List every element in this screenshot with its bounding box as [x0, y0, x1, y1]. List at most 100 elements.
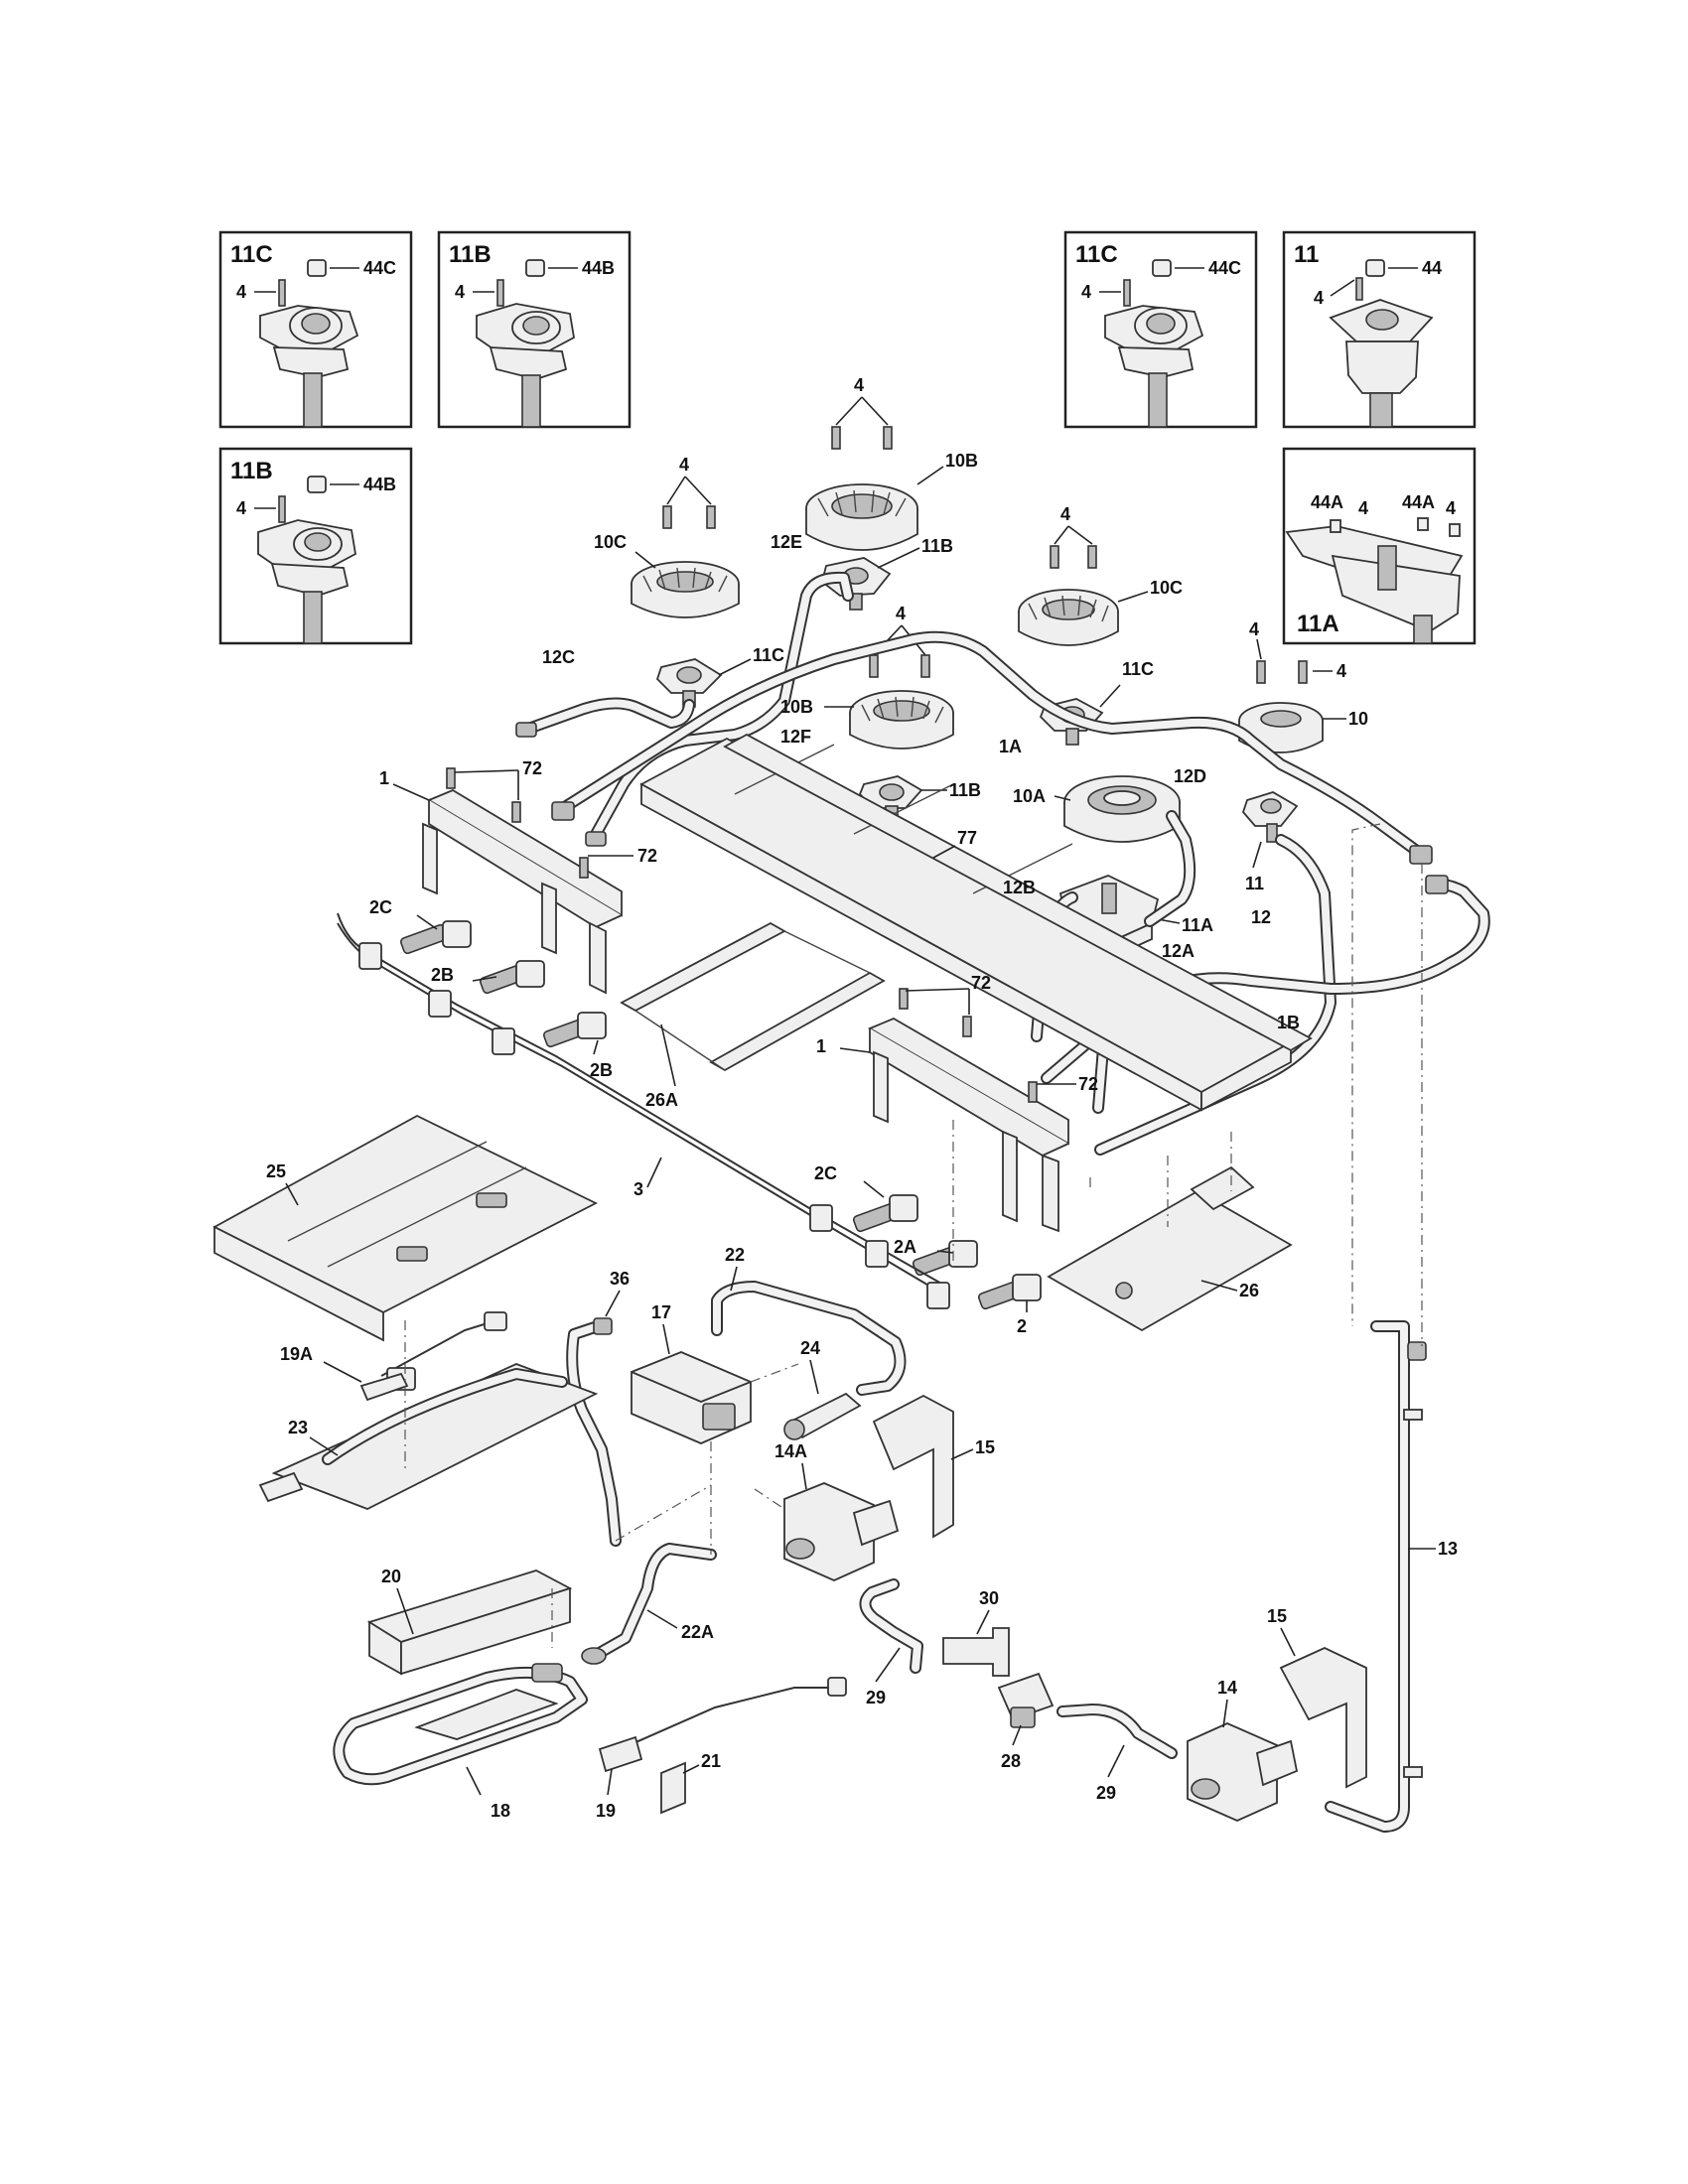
wiring-harness-3	[337, 912, 950, 1309]
callout: 72	[971, 973, 991, 993]
callout: 4	[896, 604, 906, 623]
burner-base-11	[1241, 791, 1299, 869]
callout: 1B	[1277, 1013, 1300, 1032]
safety-valve-17	[631, 1323, 752, 1444]
part-label: 4	[1314, 288, 1324, 308]
igniter-19a	[323, 1311, 507, 1402]
inset-11b-left: 11B 44B 4	[218, 447, 413, 645]
callout: 26	[1239, 1281, 1259, 1300]
callout: 77	[957, 828, 977, 848]
inset-11c-left: 11C 44C 4	[218, 230, 413, 429]
callout: 10C	[1150, 578, 1183, 598]
burner-10a	[1054, 775, 1181, 843]
callout: 10B	[780, 697, 813, 717]
burner-10b-mid	[824, 690, 954, 750]
tube-36	[566, 1290, 622, 1547]
tee-fitting-30	[942, 1609, 1010, 1677]
callout: 10C	[594, 532, 627, 552]
broil-burner-23	[258, 1363, 599, 1510]
tube-22a	[581, 1543, 717, 1665]
burner-10b-top	[805, 466, 944, 551]
callout: 4	[1060, 504, 1070, 524]
part-label: 44C	[1208, 258, 1241, 278]
callout: 1	[379, 768, 389, 788]
callout: 11B	[921, 536, 953, 556]
screw-group	[662, 396, 1333, 684]
bracket-15-bottom	[1279, 1627, 1367, 1789]
bracket-21	[660, 1761, 700, 1815]
callout: 2C	[814, 1163, 837, 1183]
callout: 18	[491, 1801, 510, 1821]
manifold-frame-77	[639, 733, 1313, 1112]
callout: 4	[679, 455, 689, 475]
callout: 17	[651, 1302, 671, 1322]
callout: 2C	[369, 897, 392, 917]
part-label: 44B	[582, 258, 615, 278]
callout: 12	[1251, 907, 1271, 927]
igniter-19	[598, 1677, 847, 1796]
burner-base-11c-left	[655, 658, 752, 708]
burner-head-icon	[1329, 259, 1434, 428]
callout: 11C	[1122, 659, 1154, 679]
callout: 4	[854, 375, 864, 395]
burner-head-icon	[1104, 259, 1204, 428]
burner-head-icon	[259, 259, 359, 428]
callout: 10	[1348, 709, 1368, 729]
callout: 23	[288, 1418, 308, 1437]
callout: 12B	[1003, 878, 1036, 897]
callout: 72	[1078, 1074, 1098, 1094]
pressure-regulator-14	[1187, 1699, 1299, 1822]
callout: 22A	[681, 1622, 714, 1642]
inset-11a: 11A 44A 4 44A 4 4	[1282, 447, 1477, 645]
callout: 1A	[999, 737, 1022, 756]
part-label: 44	[1422, 258, 1442, 278]
callout: 2	[1017, 1316, 1027, 1336]
heat-shield-26	[1047, 1165, 1293, 1332]
burner-10c-left	[631, 551, 740, 618]
callout: 12F	[780, 727, 811, 747]
callout: 14A	[774, 1441, 807, 1461]
valve-group-left	[399, 914, 607, 1055]
tube-22	[711, 1266, 907, 1396]
inset-11: 11 44 4	[1282, 230, 1477, 429]
inset-title: 11B	[449, 241, 492, 268]
callout: 22	[725, 1245, 745, 1265]
broil-shield-20	[366, 1570, 573, 1676]
inset-title: 11C	[1075, 241, 1118, 268]
callout: 29	[866, 1688, 886, 1707]
callout: 1	[816, 1036, 826, 1056]
callout: 10B	[945, 451, 978, 471]
inset-11c-right: 11C 44C 4	[1063, 230, 1258, 429]
callout: 12C	[542, 647, 575, 667]
manifold-pipe-13	[1325, 1320, 1436, 1833]
bracket-15-top	[872, 1394, 974, 1539]
callout: 36	[610, 1269, 630, 1289]
part-label: 4	[236, 282, 246, 302]
callout: 12D	[1174, 766, 1206, 786]
inset-title: 11A	[1297, 611, 1339, 637]
callout: 3	[633, 1179, 643, 1199]
part-label: 44A	[1311, 492, 1343, 512]
callout: 13	[1438, 1539, 1458, 1559]
burner-10c-right	[1018, 589, 1149, 646]
callout: 14	[1217, 1678, 1237, 1698]
callout: 19A	[280, 1344, 313, 1364]
callout: 4	[1249, 619, 1259, 639]
callout: 72	[637, 846, 657, 866]
callout: 15	[975, 1437, 995, 1457]
callout-labels: 4 10B 11B 4 10C 12E 11C 12C 4 10B 11B 12…	[266, 375, 1458, 1821]
rear-bracket-assembly	[392, 767, 633, 995]
orifice-holder-24	[783, 1359, 862, 1440]
part-label: 4	[1358, 498, 1368, 518]
callout: 72	[522, 758, 542, 778]
part-label: 4	[1081, 282, 1091, 302]
pressure-regulator-14a	[783, 1462, 900, 1581]
callout: 2A	[894, 1237, 916, 1257]
part-label: 4	[236, 498, 246, 518]
callout: 24	[800, 1338, 820, 1358]
callout: 12E	[771, 532, 802, 552]
inset-title: 11B	[230, 458, 273, 484]
burner-head-icon	[257, 476, 356, 644]
callout: 25	[266, 1161, 286, 1181]
